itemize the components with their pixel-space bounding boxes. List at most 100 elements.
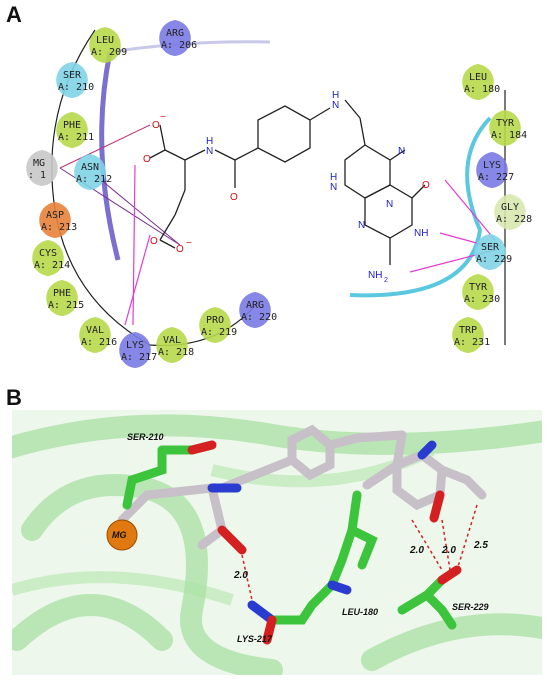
residue-number: A: 217 bbox=[121, 352, 157, 363]
distance-label: 2.5 bbox=[473, 540, 488, 551]
residue-droplet bbox=[452, 317, 484, 353]
ligand-atom-n: N bbox=[332, 100, 339, 111]
ligand-atom-o: O bbox=[230, 192, 238, 203]
hbond-line bbox=[132, 164, 136, 326]
residue-number: A: 209 bbox=[91, 47, 127, 58]
ligand-atom-n: N bbox=[386, 199, 393, 210]
residue-name: LYS bbox=[483, 160, 501, 171]
backbone-ribbon-left bbox=[99, 51, 121, 261]
ligand-atom-n: N bbox=[398, 146, 405, 157]
ligand-atom-o: O bbox=[422, 180, 430, 191]
residue-label-leu180: LEU-180 bbox=[342, 607, 378, 617]
ligand-atom-o: O bbox=[152, 120, 160, 131]
mg-ion-sphere bbox=[106, 519, 138, 551]
residue-name: ARG bbox=[166, 28, 184, 39]
heteroatom-sticks bbox=[187, 440, 462, 645]
residue-number: : 1 bbox=[28, 170, 46, 181]
residue-number: A: 231 bbox=[454, 337, 490, 348]
residue-number: A: 214 bbox=[34, 260, 70, 271]
residue-name: MG bbox=[33, 158, 45, 169]
residue-name: LEU bbox=[469, 72, 487, 83]
residue-droplet bbox=[74, 154, 106, 190]
residue-droplet bbox=[156, 327, 188, 363]
residue-droplet bbox=[26, 150, 58, 186]
panel-b-letter: B bbox=[6, 385, 22, 410]
residue-number: A: 218 bbox=[158, 347, 194, 358]
ligand-atom-o: O bbox=[143, 154, 151, 165]
residue-droplet bbox=[89, 27, 121, 63]
residue-name: PRO bbox=[206, 315, 224, 326]
residue-number: A: 228 bbox=[496, 214, 532, 225]
residue-droplet bbox=[32, 240, 64, 276]
residue-name: ARG bbox=[246, 300, 264, 311]
ligand-atom-h: H bbox=[330, 172, 337, 183]
ligand-skeleton bbox=[149, 99, 426, 265]
residue-name: LYS bbox=[126, 340, 144, 351]
charge-minus: − bbox=[160, 112, 166, 123]
residue-number: A: 211 bbox=[58, 132, 94, 143]
residue-droplet bbox=[494, 194, 526, 230]
residue-name: PHE bbox=[53, 288, 71, 299]
residue-droplet bbox=[239, 292, 271, 328]
distance-label: 2.0 bbox=[409, 545, 424, 556]
residue-droplet bbox=[489, 110, 521, 146]
residue-droplet bbox=[119, 332, 151, 368]
ligand-atom-n: N bbox=[330, 182, 337, 193]
residue-droplet bbox=[46, 280, 78, 316]
residue-number: A: 213 bbox=[41, 222, 77, 233]
residue-number: A: 227 bbox=[478, 172, 514, 183]
residue-number: A: 184 bbox=[491, 130, 527, 141]
panel-a-letter: A bbox=[6, 2, 22, 27]
residue-number: A: 229 bbox=[476, 254, 512, 265]
distance-label: 2.0 bbox=[233, 570, 248, 581]
residue-name: TYR bbox=[469, 282, 488, 293]
residue-number: A: 220 bbox=[241, 312, 277, 323]
residue-name: PHE bbox=[63, 120, 81, 131]
backbone-ribbon-right bbox=[349, 116, 492, 298]
residue-node: MG: 1 bbox=[26, 150, 58, 186]
hbond-line bbox=[124, 234, 151, 326]
ligand-atom-n: NH bbox=[414, 228, 428, 239]
residue-name: TRP bbox=[459, 325, 477, 336]
ligand-sticks bbox=[117, 424, 487, 555]
residue-droplet bbox=[56, 62, 88, 98]
hbond-dashes bbox=[241, 504, 478, 601]
residue-number: A: 180 bbox=[464, 84, 500, 95]
residue-label-lys217: LYS-217 bbox=[237, 634, 273, 644]
residue-name: GLY bbox=[501, 202, 519, 213]
residue-name: VAL bbox=[86, 325, 104, 336]
ligand-atom-n: N bbox=[358, 220, 365, 231]
residue-droplet bbox=[79, 317, 111, 353]
residue-droplet bbox=[476, 152, 508, 188]
ligand-atom-o: O bbox=[176, 244, 184, 255]
residue-number: A: 215 bbox=[48, 300, 84, 311]
residue-name: ASP bbox=[46, 210, 64, 221]
residue-number: A: 216 bbox=[81, 337, 117, 348]
residue-droplet bbox=[474, 234, 506, 270]
ligand-atom-h: H bbox=[332, 90, 339, 101]
residue-name: ASN bbox=[81, 162, 99, 173]
residue-number: A: 210 bbox=[58, 82, 94, 93]
residue-name: VAL bbox=[163, 335, 181, 346]
residue-name: SER bbox=[63, 70, 82, 81]
residue-name: TYR bbox=[496, 118, 515, 129]
residue-droplet bbox=[462, 64, 494, 100]
residue-droplet bbox=[39, 202, 71, 238]
subscript: 2 bbox=[384, 277, 388, 284]
ligand-atom-n: NH bbox=[368, 270, 382, 281]
residue-name: CYS bbox=[39, 248, 57, 259]
structure-render-3d: MG SER-210 LYS-217 LEU-180 SER-229 2.0 2… bbox=[12, 410, 542, 675]
